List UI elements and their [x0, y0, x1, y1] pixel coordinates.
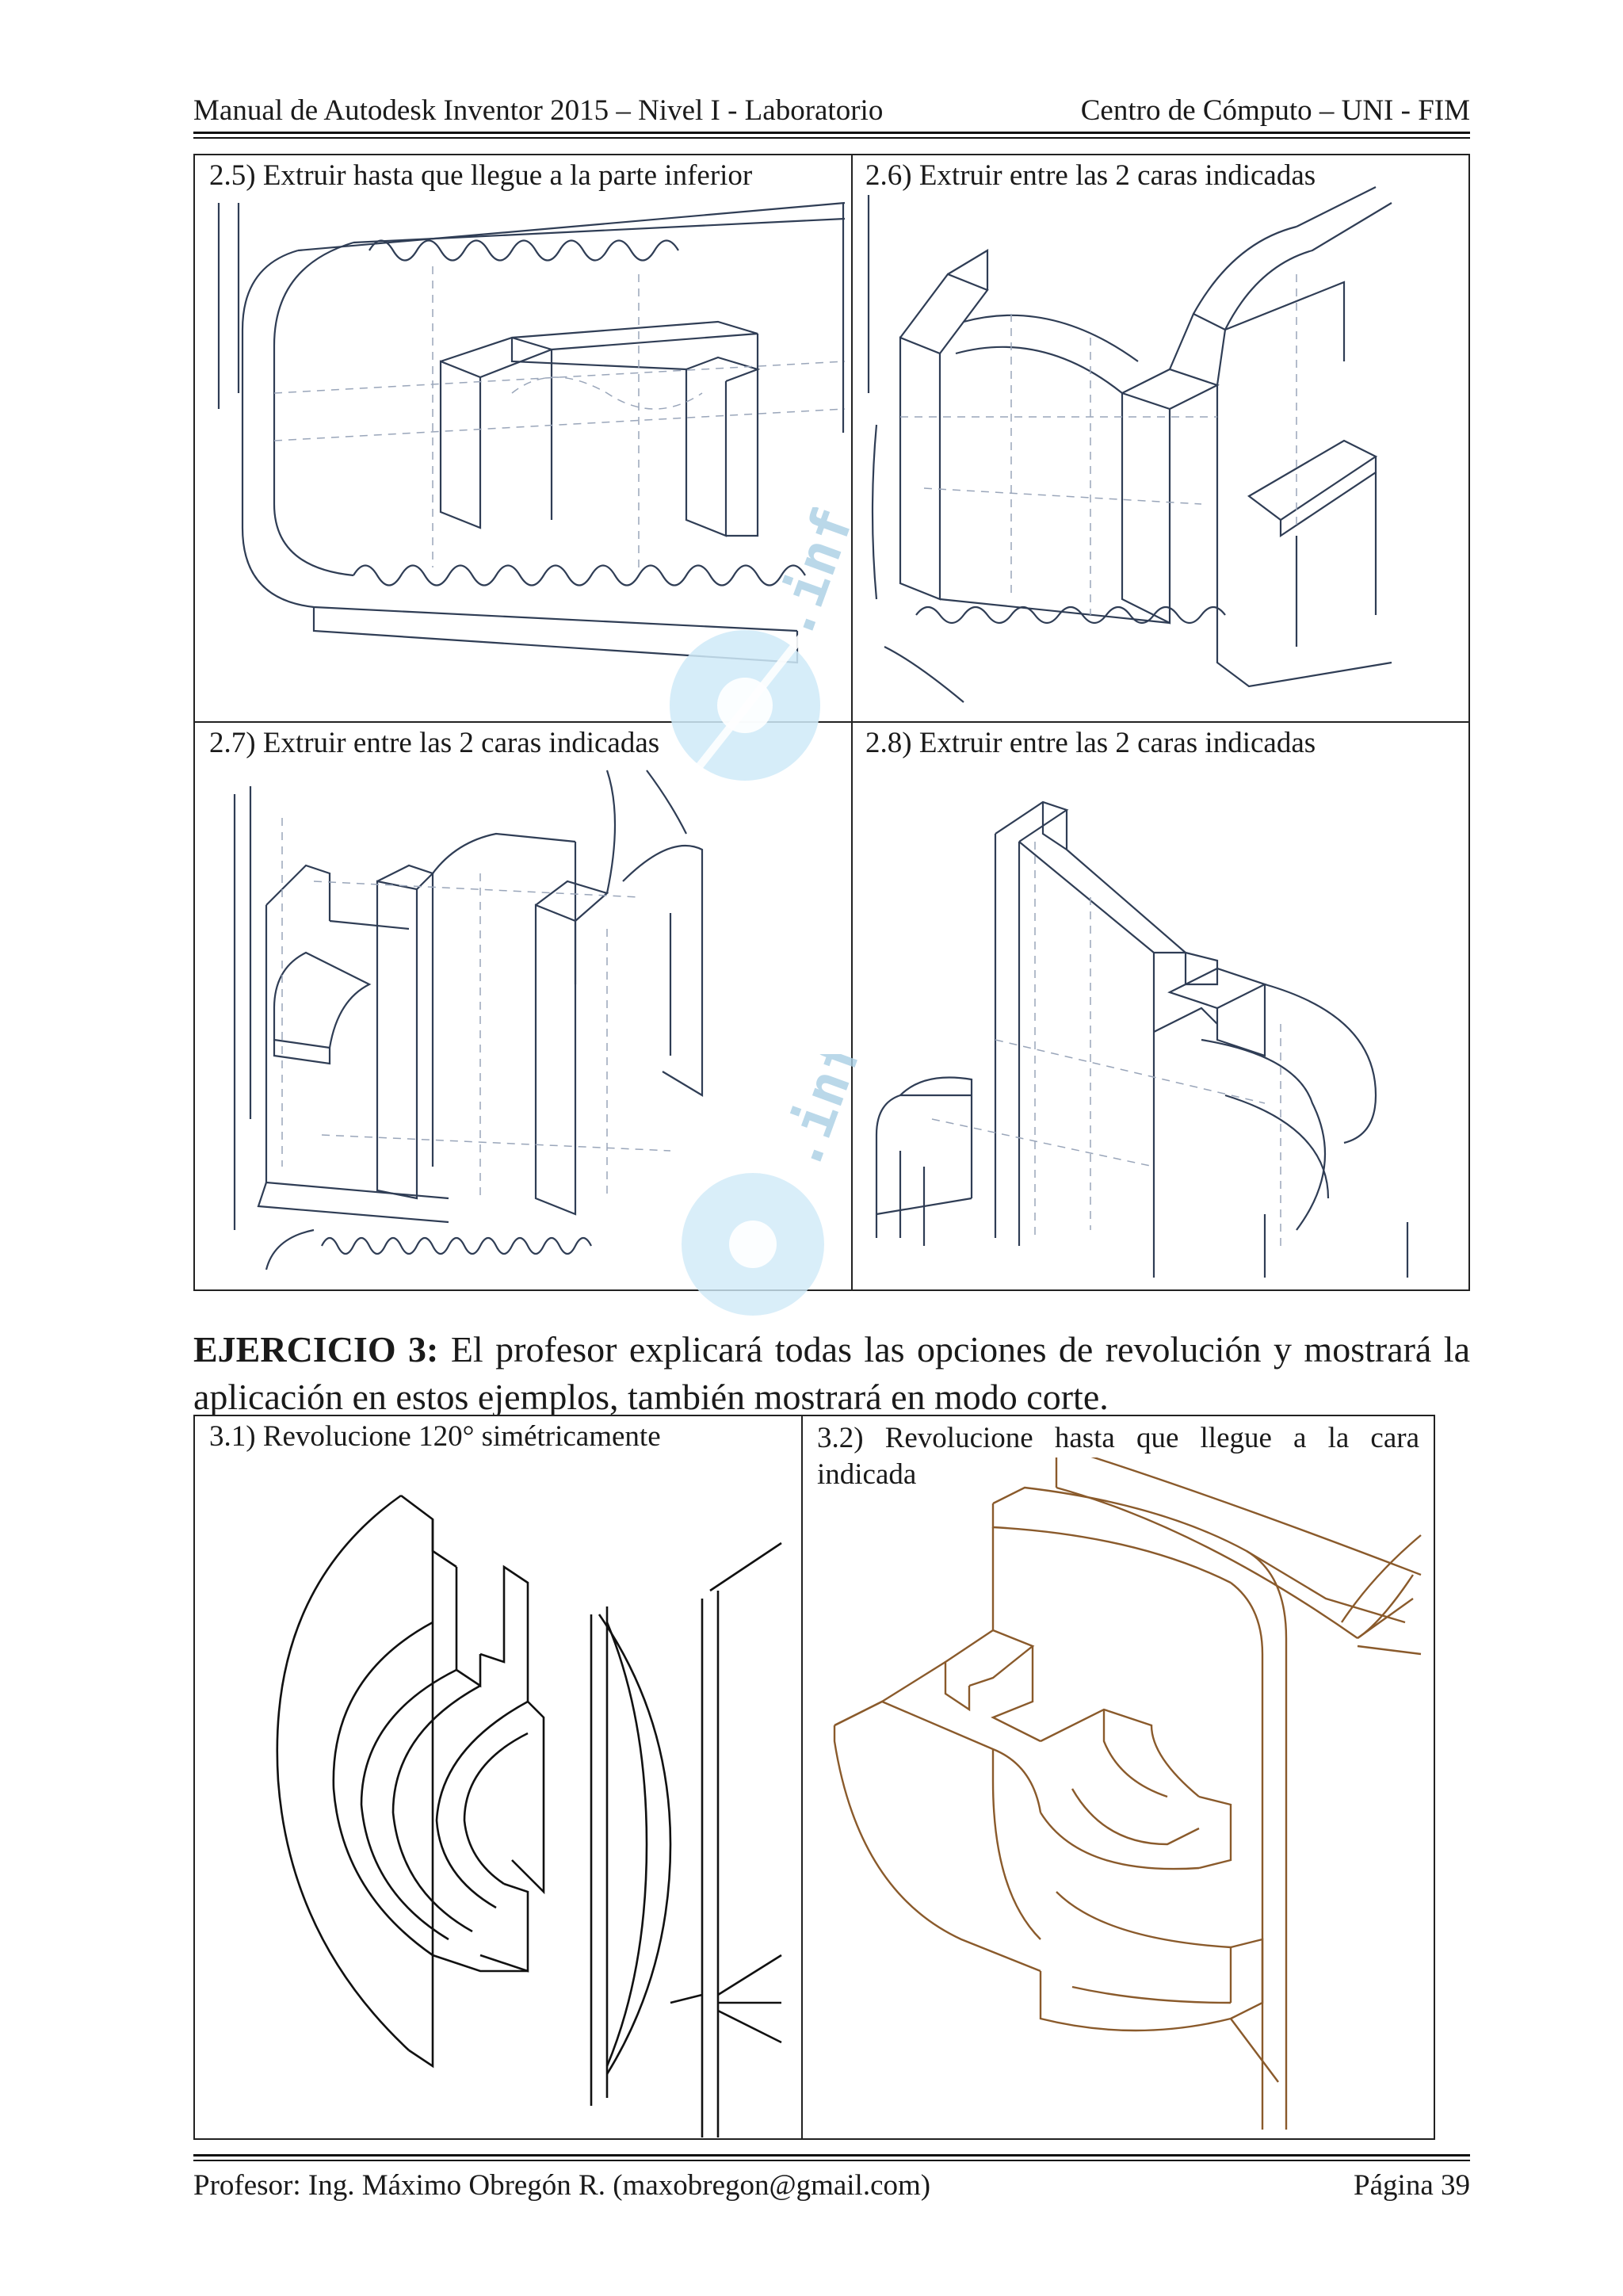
exercise2-grid: 2.5) Extruir hasta que llegue a la parte…	[193, 154, 1470, 1291]
caption-2-6: 2.6) Extruir entre las 2 caras indicadas	[865, 159, 1316, 193]
panel-2-6	[851, 154, 1470, 723]
exercise3-statement: EJERCICIO 3: El profesor explicará todas…	[193, 1326, 1470, 1421]
drawing-3-2	[833, 1446, 1422, 2130]
caption-2-8: 2.8) Extruir entre las 2 caras indicadas	[865, 726, 1316, 760]
caption-3-2-line1: 3.2) Revolucione hasta que llegue a la c…	[817, 1419, 1419, 1457]
panel-2-5	[193, 154, 853, 723]
panel-2-8	[851, 721, 1470, 1291]
footer-rule-top	[193, 2154, 1470, 2157]
caption-2-5: 2.5) Extruir hasta que llegue a la parte…	[209, 159, 753, 193]
drawing-2-6	[867, 186, 1392, 703]
drawing-2-8	[875, 800, 1409, 1278]
drawing-3-1	[276, 1494, 782, 2137]
panel-3-2	[801, 1415, 1435, 2140]
exercise3-text: El profesor explicará todas las opciones…	[193, 1329, 1470, 1417]
caption-3-2-line2: indicada	[817, 1457, 917, 1492]
footer-professor: Profesor: Ing. Máximo Obregón R. (maxobr…	[193, 2169, 931, 2202]
footer-page-number: Página 39	[1354, 2169, 1470, 2202]
header-rule-bottom	[193, 137, 1470, 139]
footer-rule-bottom	[193, 2160, 1470, 2161]
caption-2-7: 2.7) Extruir entre las 2 caras indicadas	[209, 726, 660, 760]
panel-3-1	[193, 1415, 803, 2140]
caption-3-1: 3.1) Revolucione 120° simétricamente	[209, 1419, 661, 1454]
exercise3-label: EJERCICIO 3:	[193, 1329, 439, 1370]
drawing-2-7	[233, 770, 704, 1270]
header-manual-title: Manual de Autodesk Inventor 2015 – Nivel…	[193, 94, 884, 127]
panel-2-7	[193, 721, 853, 1291]
exercise3-grid: 3.1) Revolucione 120° simétricamente 3.2…	[193, 1415, 1435, 2140]
header-rule-top	[193, 132, 1470, 134]
drawing-2-5	[217, 201, 846, 664]
header-center-name: Centro de Cómputo – UNI - FIM	[1080, 94, 1470, 127]
